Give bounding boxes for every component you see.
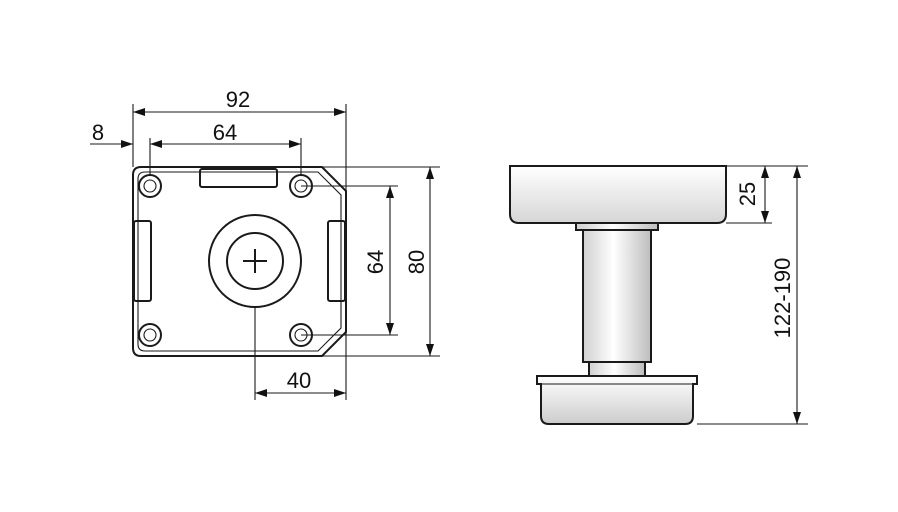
plate-inner-outline <box>137 171 342 352</box>
top-view: 92 8 64 40 64 80 <box>90 87 440 400</box>
mounting-hole-bottom-left <box>138 323 162 347</box>
dim-edge-offset: 8 <box>92 120 104 145</box>
mounting-hole-top-left <box>138 174 162 198</box>
slot-top <box>199 168 278 188</box>
foot-base <box>536 375 698 425</box>
adjuster-center <box>208 214 302 308</box>
adjuster-post <box>582 229 652 363</box>
slot-left <box>133 220 152 302</box>
dim-height-range: 122-190 <box>770 258 795 339</box>
plate-outline <box>132 166 347 357</box>
post-lower-section <box>588 361 646 377</box>
top-plate-side <box>509 165 727 224</box>
dim-overall-width: 92 <box>226 87 250 112</box>
dim-center-offset: 40 <box>287 368 311 393</box>
slot-right <box>327 220 346 302</box>
post-collar <box>575 222 659 231</box>
dim-hole-spacing-y: 64 <box>363 250 388 274</box>
side-view: 25 122-190 <box>509 165 808 425</box>
dim-hole-spacing-x: 64 <box>213 120 237 145</box>
dim-plate-height: 25 <box>735 182 760 206</box>
dim-overall-depth: 80 <box>404 250 429 274</box>
